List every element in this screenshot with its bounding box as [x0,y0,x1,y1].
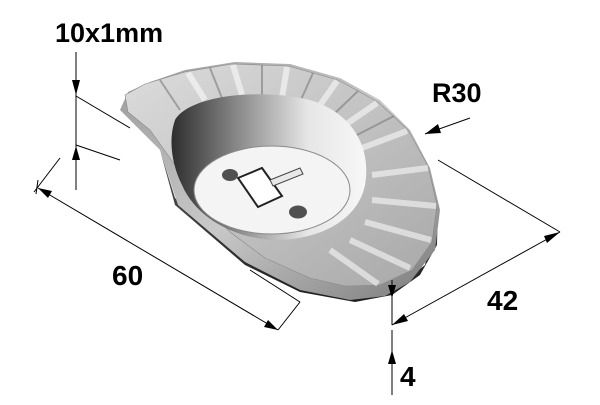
arrow-4-bottom [388,350,396,364]
arrow-10x1-top [72,80,80,95]
arrow-10x1-bottom [72,146,80,160]
label-thickness: 4 [400,361,416,392]
washer-part [120,62,440,302]
label-radius: R30 [432,78,482,108]
arrow-r30 [425,124,441,134]
label-slot: 10x1mm [55,18,163,48]
label-length: 60 [112,260,143,291]
scallop-shadows [159,65,395,137]
arrow-42-left [392,314,408,325]
slot-hole [269,167,304,187]
arrow-60-left [38,188,52,198]
arrow-42-right [544,232,560,243]
mount-hole-right [289,205,307,219]
label-width: 42 [487,285,518,316]
mount-hole-left [222,169,238,181]
square-hole [236,166,284,209]
scallop-ribs [185,64,437,287]
arrow-60-right [264,320,278,330]
arrow-4-top [388,285,396,298]
dimension-lines [33,52,561,395]
dimension-arrows [38,80,560,364]
